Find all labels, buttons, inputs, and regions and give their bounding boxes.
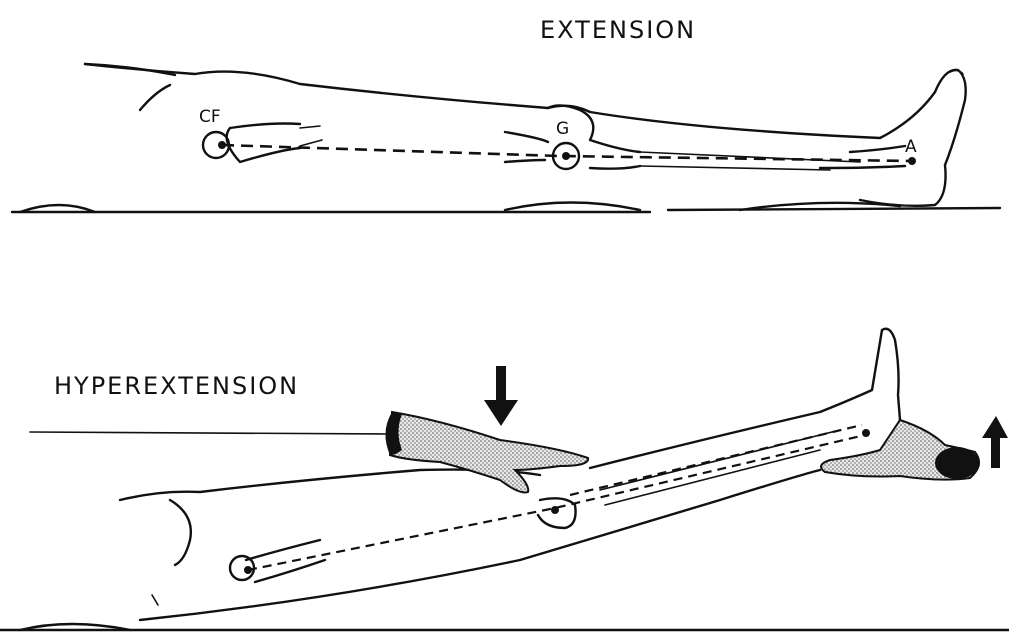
femur-shaft-hint bbox=[300, 126, 322, 146]
ankle-point-hyper bbox=[862, 429, 870, 437]
leg-bottom bbox=[140, 470, 820, 620]
knee-point-hyper bbox=[551, 506, 559, 514]
hip-point-hyper bbox=[244, 566, 252, 574]
knee-joint bbox=[505, 105, 640, 168]
femur-bone-hyper bbox=[246, 540, 325, 582]
knee-point bbox=[562, 152, 570, 160]
sleeve-cuff-foot bbox=[935, 447, 979, 479]
buttock-curve bbox=[170, 500, 191, 565]
hip-mark bbox=[152, 595, 158, 605]
hip-point bbox=[218, 141, 226, 149]
down-arrow-icon bbox=[484, 366, 518, 426]
lower-leg-top bbox=[590, 329, 900, 468]
examiner-hand-knee bbox=[390, 412, 588, 493]
hyperextension-panel bbox=[0, 329, 1009, 630]
femur-bone bbox=[227, 124, 300, 163]
tibia-bone-hyper bbox=[600, 430, 840, 505]
hip-label: CF bbox=[199, 107, 221, 127]
reference-line bbox=[30, 432, 385, 434]
ankle-point bbox=[908, 157, 916, 165]
knee-label: G bbox=[556, 119, 569, 139]
hip-curve bbox=[140, 85, 170, 110]
ankle-bone bbox=[820, 146, 905, 168]
ankle-label: A bbox=[905, 137, 917, 157]
foot-sole bbox=[860, 165, 946, 206]
up-arrow-icon bbox=[982, 416, 1008, 468]
extension-panel: CF G A bbox=[12, 64, 1000, 212]
thigh-top bbox=[120, 470, 540, 500]
